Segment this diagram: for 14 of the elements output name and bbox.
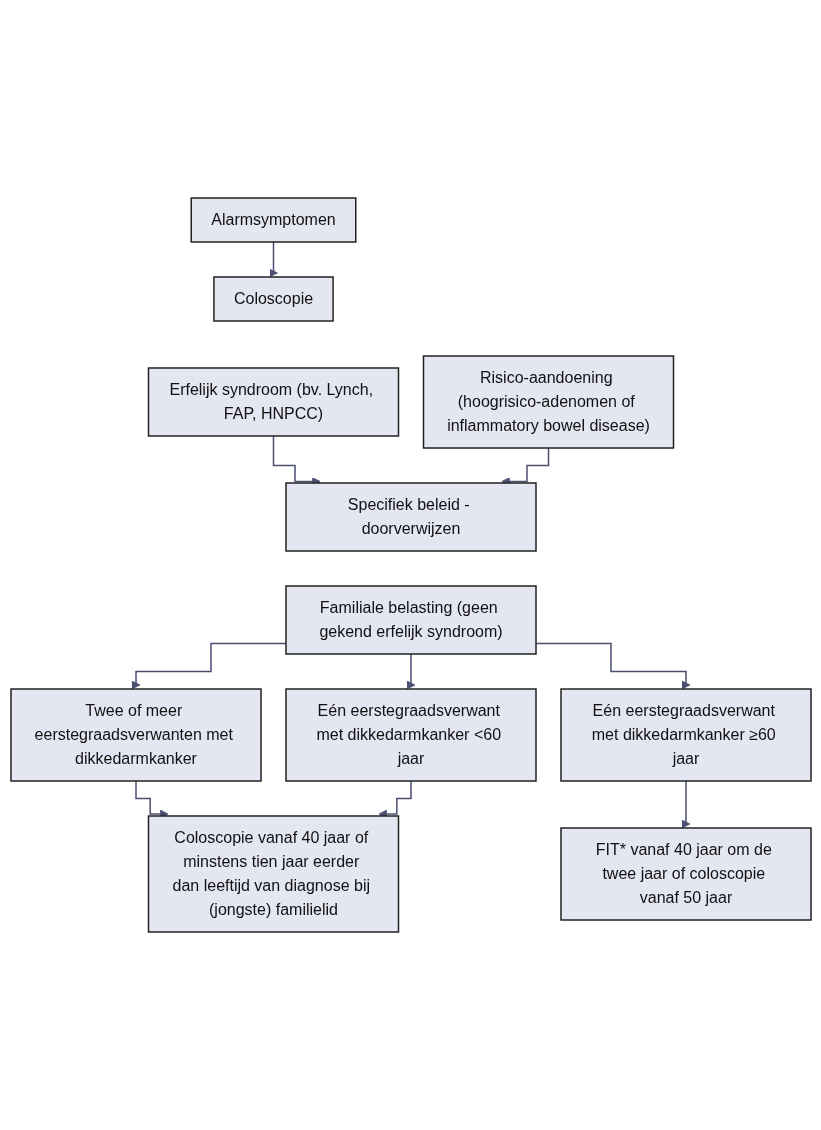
node-box: Alarmsymptomen [190, 197, 356, 243]
node-box: Eén eerstegraadsverwant met dikkedarmkanker <60 jaar [284, 688, 537, 782]
node-box: Coloscopie vanaf 40 jaar of minstens tien jaar eerder dan leeftijd van diagnose bij (jongste) familielid [147, 815, 399, 933]
node-box: Familiale belasting (geen gekend erfelijk syndroom) [284, 585, 537, 655]
node-box: Erfelijk syndroom (bv. Lynch, FAP, HNPCC) [147, 367, 399, 437]
node-box: Twee of meer eerstegraadsverwanten met dikkedarmkanker [9, 688, 262, 782]
node-box: Specifiek beleid - doorverwijzen [284, 482, 537, 552]
node-box: FIT* vanaf 40 jaar om de twee jaar of coloscopie vanaf 50 jaar [559, 827, 812, 921]
node-box: Risico-aandoening (hoogrisico-adenomen of inflammatory bowel disease) [422, 355, 674, 449]
node-box: Eén eerstegraadsverwant met dikkedarmkanker ≥60 jaar [559, 688, 812, 782]
arrow [406, 653, 415, 690]
node-box: Coloscopie [212, 276, 334, 322]
arrow [681, 780, 690, 829]
arrow [268, 241, 278, 278]
